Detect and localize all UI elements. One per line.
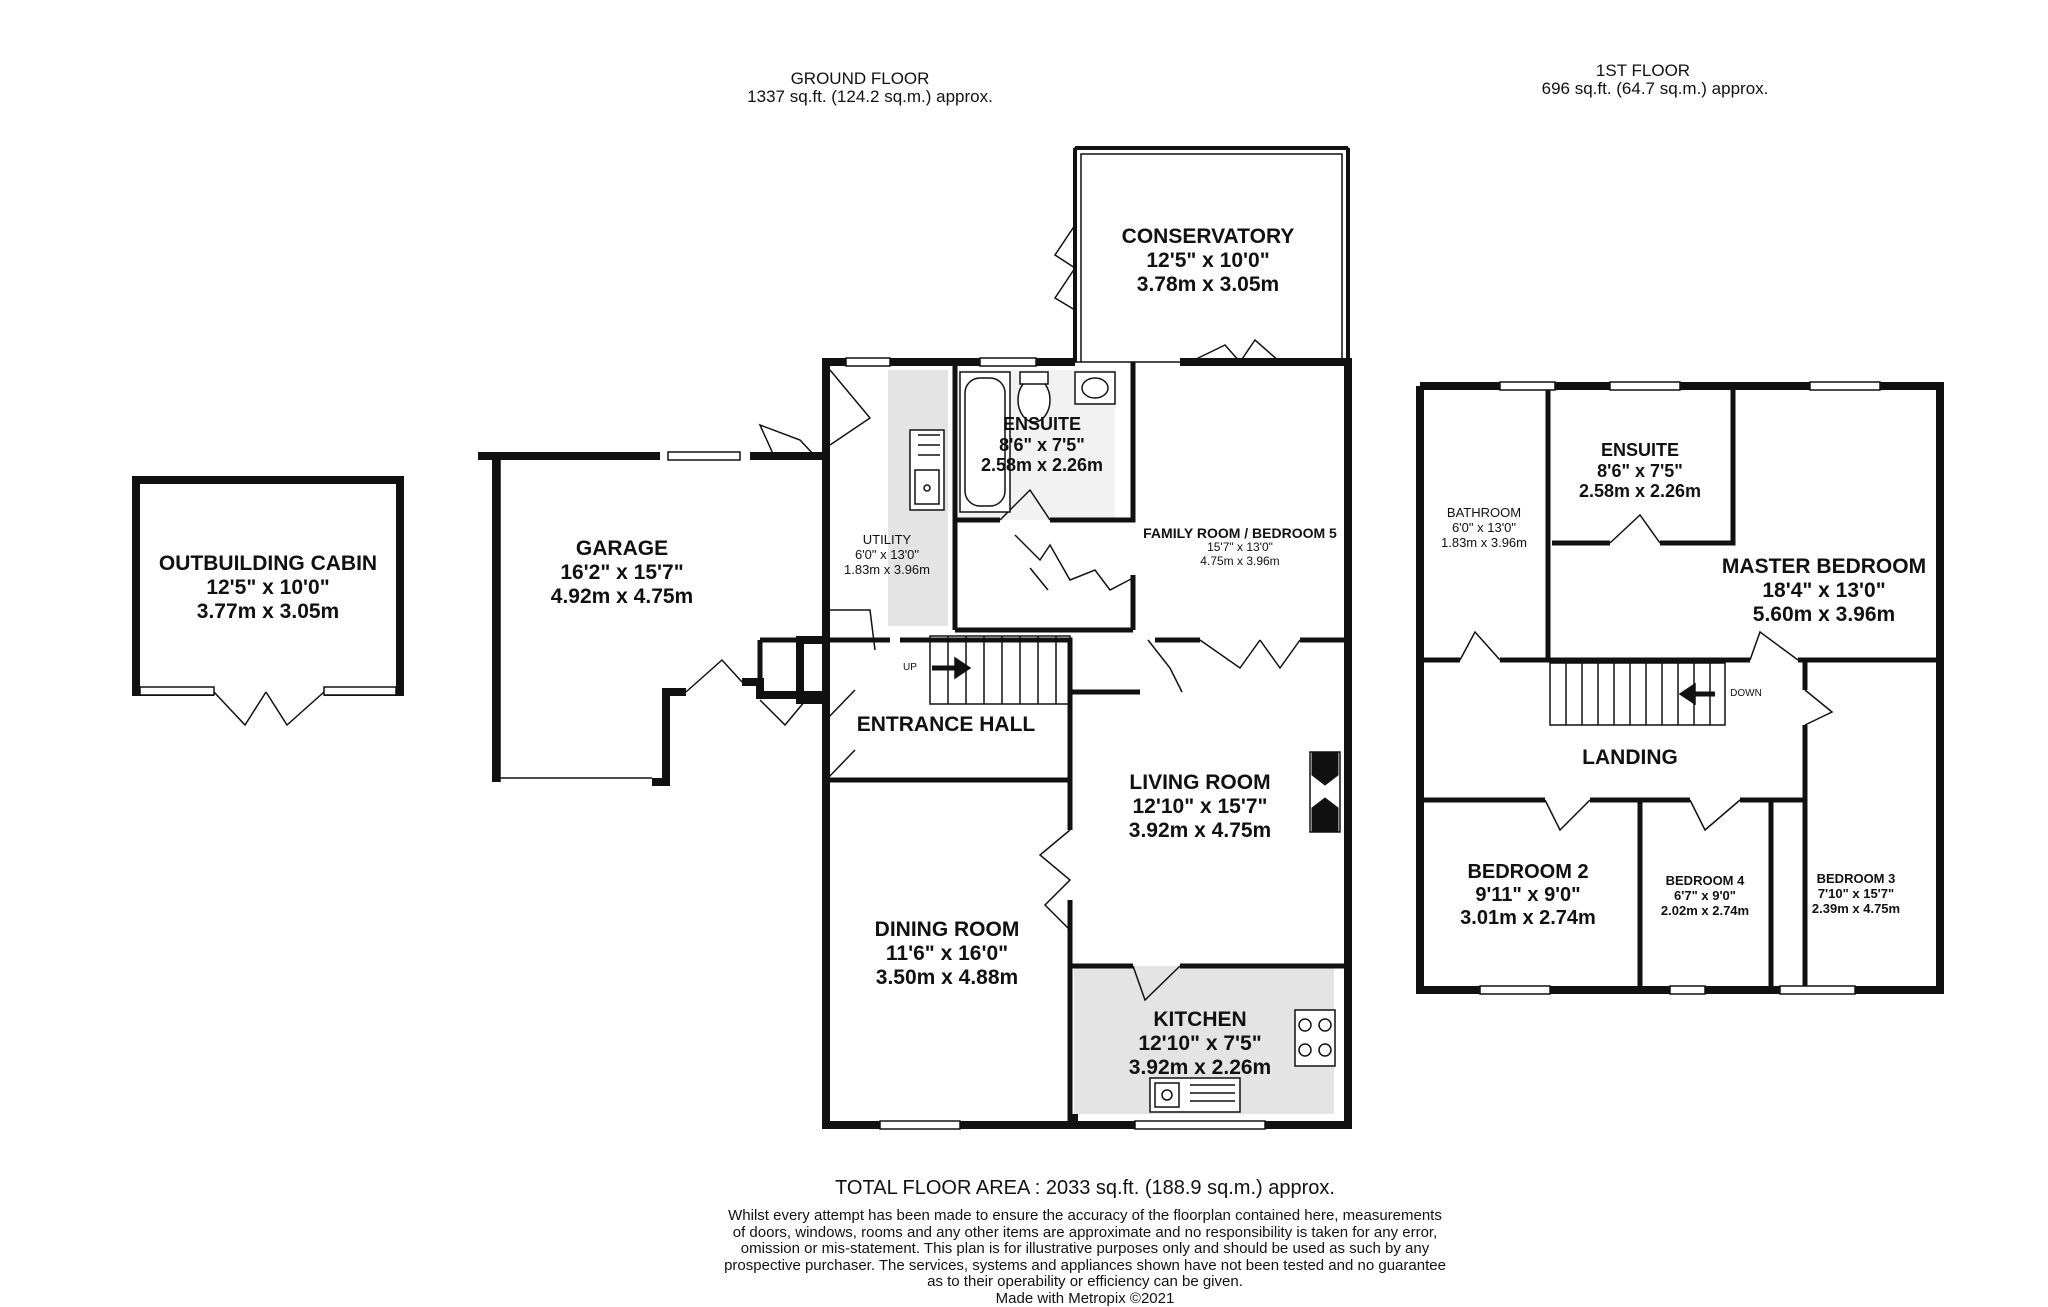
- disclaimer-line: of doors, windows, rooms and any other i…: [724, 1225, 1446, 1242]
- room-metric: 1.83m x 3.96m: [1441, 536, 1527, 551]
- room-name: FAMILY ROOM / BEDROOM 5: [1143, 525, 1337, 541]
- room-name: BEDROOM 4: [1661, 874, 1749, 889]
- total-floor-area: TOTAL FLOOR AREA : 2033 sq.ft. (188.9 sq…: [835, 1177, 1335, 1200]
- disclaimer-line: Whilst every attempt has been made to en…: [724, 1208, 1446, 1225]
- room-outbuilding: OUTBUILDING CABIN 12'5" x 10'0" 3.77m x …: [159, 552, 377, 624]
- room-imperial: 15'7" x 13'0": [1143, 541, 1337, 555]
- room-metric: 3.50m x 4.88m: [875, 966, 1020, 990]
- room-metric: 3.92m x 4.75m: [1129, 819, 1271, 843]
- disclaimer-line: prospective purchaser. The services, sys…: [724, 1258, 1446, 1275]
- room-dining-room: DINING ROOM 11'6" x 16'0" 3.50m x 4.88m: [875, 918, 1020, 990]
- room-name: CONSERVATORY: [1122, 225, 1295, 249]
- room-metric: 2.58m x 2.26m: [981, 455, 1103, 476]
- entrance-walls: [760, 640, 826, 695]
- room-master-bedroom: MASTER BEDROOM 18'4" x 13'0" 5.60m x 3.9…: [1722, 555, 1926, 627]
- room-name: BEDROOM 2: [1460, 861, 1596, 884]
- room-ensuite-first: ENSUITE 8'6" x 7'5" 2.58m x 2.26m: [1579, 440, 1701, 502]
- room-bedroom-2: BEDROOM 2 9'11" x 9'0" 3.01m x 2.74m: [1460, 861, 1596, 930]
- room-entrance-hall: ENTRANCE HALL: [857, 713, 1036, 737]
- ground-staircase: [930, 636, 1070, 704]
- room-imperial: 9'11" x 9'0": [1460, 884, 1596, 907]
- first-floor-area: 696 sq.ft. (64.7 sq.m.) approx.: [1542, 79, 1769, 99]
- room-imperial: 8'6" x 7'5": [981, 435, 1103, 456]
- room-name: ENTRANCE HALL: [857, 713, 1036, 737]
- room-garage: GARAGE 16'2" x 15'7" 4.92m x 4.75m: [551, 537, 693, 609]
- credit: Made with Metropix ©2021: [724, 1291, 1446, 1307]
- disclaimer-line: as to their operability or efficiency ca…: [724, 1274, 1446, 1291]
- room-imperial: 8'6" x 7'5": [1579, 461, 1701, 482]
- room-name: KITCHEN: [1129, 1008, 1271, 1032]
- room-name: BEDROOM 3: [1812, 872, 1900, 887]
- room-imperial: 6'7" x 9'0": [1661, 889, 1749, 904]
- room-imperial: 11'6" x 16'0": [875, 942, 1020, 966]
- stair-down-label: DOWN: [1730, 688, 1762, 700]
- room-metric: 2.39m x 4.75m: [1812, 902, 1900, 917]
- room-metric: 5.60m x 3.96m: [1722, 603, 1926, 627]
- room-imperial: 18'4" x 13'0": [1722, 579, 1926, 603]
- room-imperial: 6'0" x 13'0": [844, 548, 930, 563]
- room-metric: 2.58m x 2.26m: [1579, 481, 1701, 502]
- room-imperial: 12'10" x 7'5": [1129, 1032, 1271, 1056]
- room-imperial: 12'10" x 15'7": [1129, 795, 1271, 819]
- disclaimer-line: omission or mis-statement. This plan is …: [724, 1241, 1446, 1258]
- room-metric: 4.75m x 3.96m: [1143, 555, 1337, 569]
- disclaimer: Whilst every attempt has been made to en…: [724, 1208, 1446, 1307]
- stair-up-label: UP: [903, 662, 917, 674]
- room-bathroom: BATHROOM 6'0" x 13'0" 1.83m x 3.96m: [1441, 506, 1527, 551]
- room-metric: 3.92m x 2.26m: [1129, 1056, 1271, 1080]
- first-floor-title: 1ST FLOOR: [1596, 61, 1690, 81]
- room-imperial: 12'5" x 10'0": [1122, 249, 1295, 273]
- room-name: GARAGE: [551, 537, 693, 561]
- room-name: UTILITY: [844, 533, 930, 548]
- room-name: ENSUITE: [1579, 440, 1701, 461]
- outbuilding-doors: [140, 687, 396, 725]
- room-bedroom-4: BEDROOM 4 6'7" x 9'0" 2.02m x 2.74m: [1661, 874, 1749, 919]
- room-living-room: LIVING ROOM 12'10" x 15'7" 3.92m x 4.75m: [1129, 771, 1271, 843]
- room-conservatory: CONSERVATORY 12'5" x 10'0" 3.78m x 3.05m: [1122, 225, 1295, 297]
- ground-floor-area: 1337 sq.ft. (124.2 sq.m.) approx.: [747, 87, 993, 107]
- room-metric: 4.92m x 4.75m: [551, 585, 693, 609]
- room-utility: UTILITY 6'0" x 13'0" 1.83m x 3.96m: [844, 533, 930, 578]
- room-ensuite-ground: ENSUITE 8'6" x 7'5" 2.58m x 2.26m: [981, 414, 1103, 476]
- room-name: LIVING ROOM: [1129, 771, 1271, 795]
- room-metric: 2.02m x 2.74m: [1661, 904, 1749, 919]
- room-name: LANDING: [1582, 746, 1678, 770]
- first-staircase: [1550, 663, 1725, 725]
- room-imperial: 6'0" x 13'0": [1441, 521, 1527, 536]
- room-family-room: FAMILY ROOM / BEDROOM 5 15'7" x 13'0" 4.…: [1143, 525, 1337, 569]
- fireplace: [1310, 752, 1340, 832]
- room-bedroom-3: BEDROOM 3 7'10" x 15'7" 2.39m x 4.75m: [1812, 872, 1900, 917]
- room-imperial: 16'2" x 15'7": [551, 561, 693, 585]
- room-name: ENSUITE: [981, 414, 1103, 435]
- room-imperial: 7'10" x 15'7": [1812, 887, 1900, 902]
- room-metric: 3.01m x 2.74m: [1460, 907, 1596, 930]
- garage-plan: [478, 456, 826, 782]
- ground-floor-title: GROUND FLOOR: [791, 69, 930, 89]
- room-imperial: 12'5" x 10'0": [159, 576, 377, 600]
- room-name: MASTER BEDROOM: [1722, 555, 1926, 579]
- room-kitchen: KITCHEN 12'10" x 7'5" 3.92m x 2.26m: [1129, 1008, 1271, 1080]
- room-metric: 1.83m x 3.96m: [844, 563, 930, 578]
- utility-sink: [910, 430, 944, 510]
- room-name: BATHROOM: [1441, 506, 1527, 521]
- room-metric: 3.77m x 3.05m: [159, 600, 377, 624]
- room-name: DINING ROOM: [875, 918, 1020, 942]
- room-landing: LANDING: [1582, 746, 1678, 770]
- room-metric: 3.78m x 3.05m: [1122, 273, 1295, 297]
- room-name: OUTBUILDING CABIN: [159, 552, 377, 576]
